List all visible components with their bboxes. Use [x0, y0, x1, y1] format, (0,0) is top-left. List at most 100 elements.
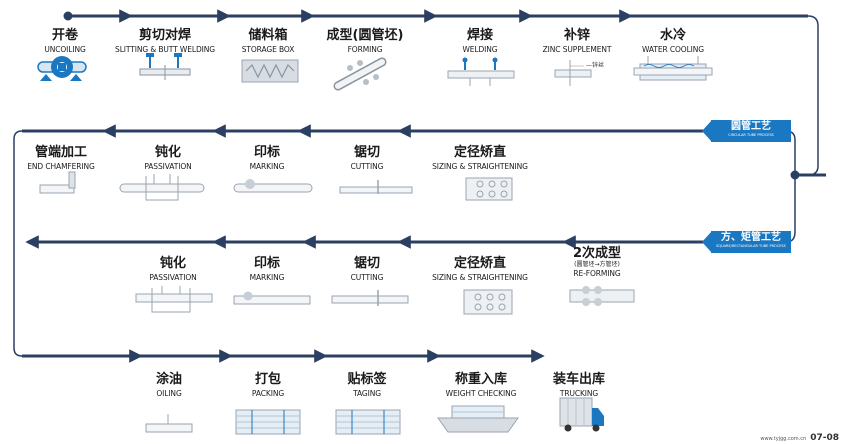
saw-icon: [331, 290, 409, 306]
step-title-zh: 2次成型: [572, 246, 622, 261]
step-title-en: ZINC SUPPLEMENT: [542, 45, 612, 54]
step-title-zh: 储料箱: [248, 28, 288, 43]
step-title-en: PASSIVATION: [149, 273, 197, 282]
page-number: 07-08: [810, 433, 839, 443]
tagging-icon: [335, 409, 401, 435]
step-forming: 成型(圆管坯) FORMING: [310, 28, 420, 55]
step-title-en: FORMING: [347, 45, 383, 54]
step-title-zh: 锯切: [353, 145, 380, 160]
step-title-en: UNCOILING: [44, 45, 86, 54]
step-re-forming: 2次成型 (圆管坯→方管坯) RE-FORMING: [542, 246, 652, 279]
step-title-en: MARKING: [249, 273, 285, 282]
marking-icon: [233, 291, 311, 305]
footer-url: www.tyjgg.com.cn: [760, 436, 807, 442]
step-passivation: 钝化 PASSIVATION: [113, 145, 223, 172]
step-title-en: PASSIVATION: [144, 162, 192, 171]
step-trucking: 装车出库 TRUCKING: [524, 372, 634, 399]
tab-arrow-tip: [702, 120, 712, 142]
step-title-zh: 剪切对焊: [138, 28, 191, 43]
step-packing: 打包 PACKING: [213, 372, 323, 399]
step-title-zh: 贴标签: [347, 372, 387, 387]
marking-icon: [233, 179, 313, 193]
sizing-rollers-icon: [463, 289, 513, 315]
tab-label-zh: 方、矩管工艺: [721, 232, 781, 243]
step-sizing-straightening: 定径矫直 SIZING & STRAIGHTENING: [425, 256, 535, 283]
storage-box-icon: [241, 59, 299, 83]
bundle-icon: [235, 409, 301, 435]
step-title-en: WELDING: [462, 45, 498, 54]
reforming-icon: [569, 286, 635, 306]
oiling-icon: [145, 414, 193, 433]
step-passivation: 钝化 PASSIVATION: [118, 256, 228, 283]
tab-circular-tube-process: 圆管工艺 CIRCULAR TUBE PROCESS: [711, 120, 791, 142]
tab-square-tube-process: 方、矩管工艺 SQUARE/RECTANGULAR TUBE PROCESS: [711, 231, 791, 253]
scale-icon: [437, 405, 519, 433]
tab-arrow-tip: [702, 231, 712, 253]
step-title-en: OILING: [156, 389, 182, 398]
step-title-en: END CHAMFERING: [27, 162, 95, 171]
step-title-en: TAGING: [353, 389, 381, 398]
step-title-en: CUTTING: [350, 162, 384, 171]
step-uncoiling: 开卷 UNCOILING: [10, 28, 120, 55]
uncoiler-icon: [37, 56, 87, 81]
step-title-zh: 开卷: [51, 28, 78, 43]
water-tank-icon: [633, 56, 713, 81]
row2-flow-line: [13, 124, 796, 210]
step-end-chamfering: 管端加工 END CHAMFERING: [6, 145, 116, 172]
step-title-zh: 焊接: [466, 28, 493, 43]
step-oiling: 涂油 OILING: [114, 372, 224, 399]
saw-icon: [339, 180, 413, 194]
step-title-zh: 定径矫直: [453, 145, 506, 160]
step-cutting: 锯切 CUTTING: [312, 145, 422, 172]
step-slitting-butt-welding: 剪切对焊 SLITTING & BUTT WELDING: [110, 28, 220, 55]
step-title-en: WEIGHT CHECKING: [445, 389, 517, 398]
step-sizing-straightening: 定径矫直 SIZING & STRAIGHTENING: [425, 145, 535, 172]
step-taging: 贴标签 TAGING: [312, 372, 422, 399]
step-welding: 焊接 WELDING: [425, 28, 535, 55]
step-title-zh: 管端加工: [34, 145, 87, 160]
step-title-en: RE-FORMING: [573, 269, 621, 278]
step-title-zh: 打包: [254, 372, 281, 387]
step-title-en: STORAGE BOX: [241, 45, 295, 54]
step-title-en: WATER COOLING: [641, 45, 705, 54]
step-title-zh: 锯切: [353, 256, 380, 271]
step-title-zh: 印标: [253, 256, 280, 271]
step-cutting: 锯切 CUTTING: [312, 256, 422, 283]
step-subtitle: (圆管坯→方管坯): [574, 261, 620, 268]
row4-flow-line: [13, 210, 545, 363]
step-title-zh: 涂油: [155, 372, 182, 387]
truck-icon: [559, 397, 604, 432]
zinc-spray-icon: [554, 60, 592, 86]
step-weight-checking: 称重入库 WEIGHT CHECKING: [426, 372, 536, 399]
step-title-en: SIZING & STRAIGHTENING: [432, 273, 528, 282]
step-title-en: PACKING: [251, 389, 285, 398]
row3-flow-line: [25, 175, 796, 249]
step-title-en: TRUCKING: [559, 389, 599, 398]
step-title-en: SLITTING & BUTT WELDING: [115, 45, 215, 54]
tab-label-en: CIRCULAR TUBE PROCESS: [728, 133, 774, 137]
chamfer-icon: [39, 171, 76, 194]
step-title-zh: 称重入库: [454, 372, 507, 387]
passivation-icon: [119, 174, 205, 201]
step-zinc-supplement: 补锌 ZINC SUPPLEMENT: [522, 28, 632, 55]
step-title-zh: 水冷: [659, 28, 686, 43]
step-water-cooling: 水冷 WATER COOLING: [618, 28, 728, 55]
step-title-zh: 装车出库: [552, 372, 605, 387]
step-title-zh: 成型(圆管坯): [326, 28, 404, 43]
step-title-zh: 钝化: [159, 256, 186, 271]
step-storage-box: 储料箱 STORAGE BOX: [213, 28, 323, 55]
step-title-en: CUTTING: [350, 273, 384, 282]
step-title-en: MARKING: [249, 162, 285, 171]
butt-weld-icon: [139, 53, 191, 80]
tab-label-en: SQUARE/RECTANGULAR TUBE PROCESS: [716, 244, 786, 248]
step-title-zh: 补锌: [563, 28, 590, 43]
tab-label-zh: 圆管工艺: [731, 121, 771, 132]
step-title-en: SIZING & STRAIGHTENING: [432, 162, 528, 171]
sizing-rollers-icon: [465, 177, 513, 201]
step-marking: 印标 MARKING: [212, 256, 322, 283]
zinc-wire-note: —锌丝: [586, 62, 605, 69]
step-title-zh: 定径矫直: [453, 256, 506, 271]
step-title-zh: 钝化: [154, 145, 181, 160]
